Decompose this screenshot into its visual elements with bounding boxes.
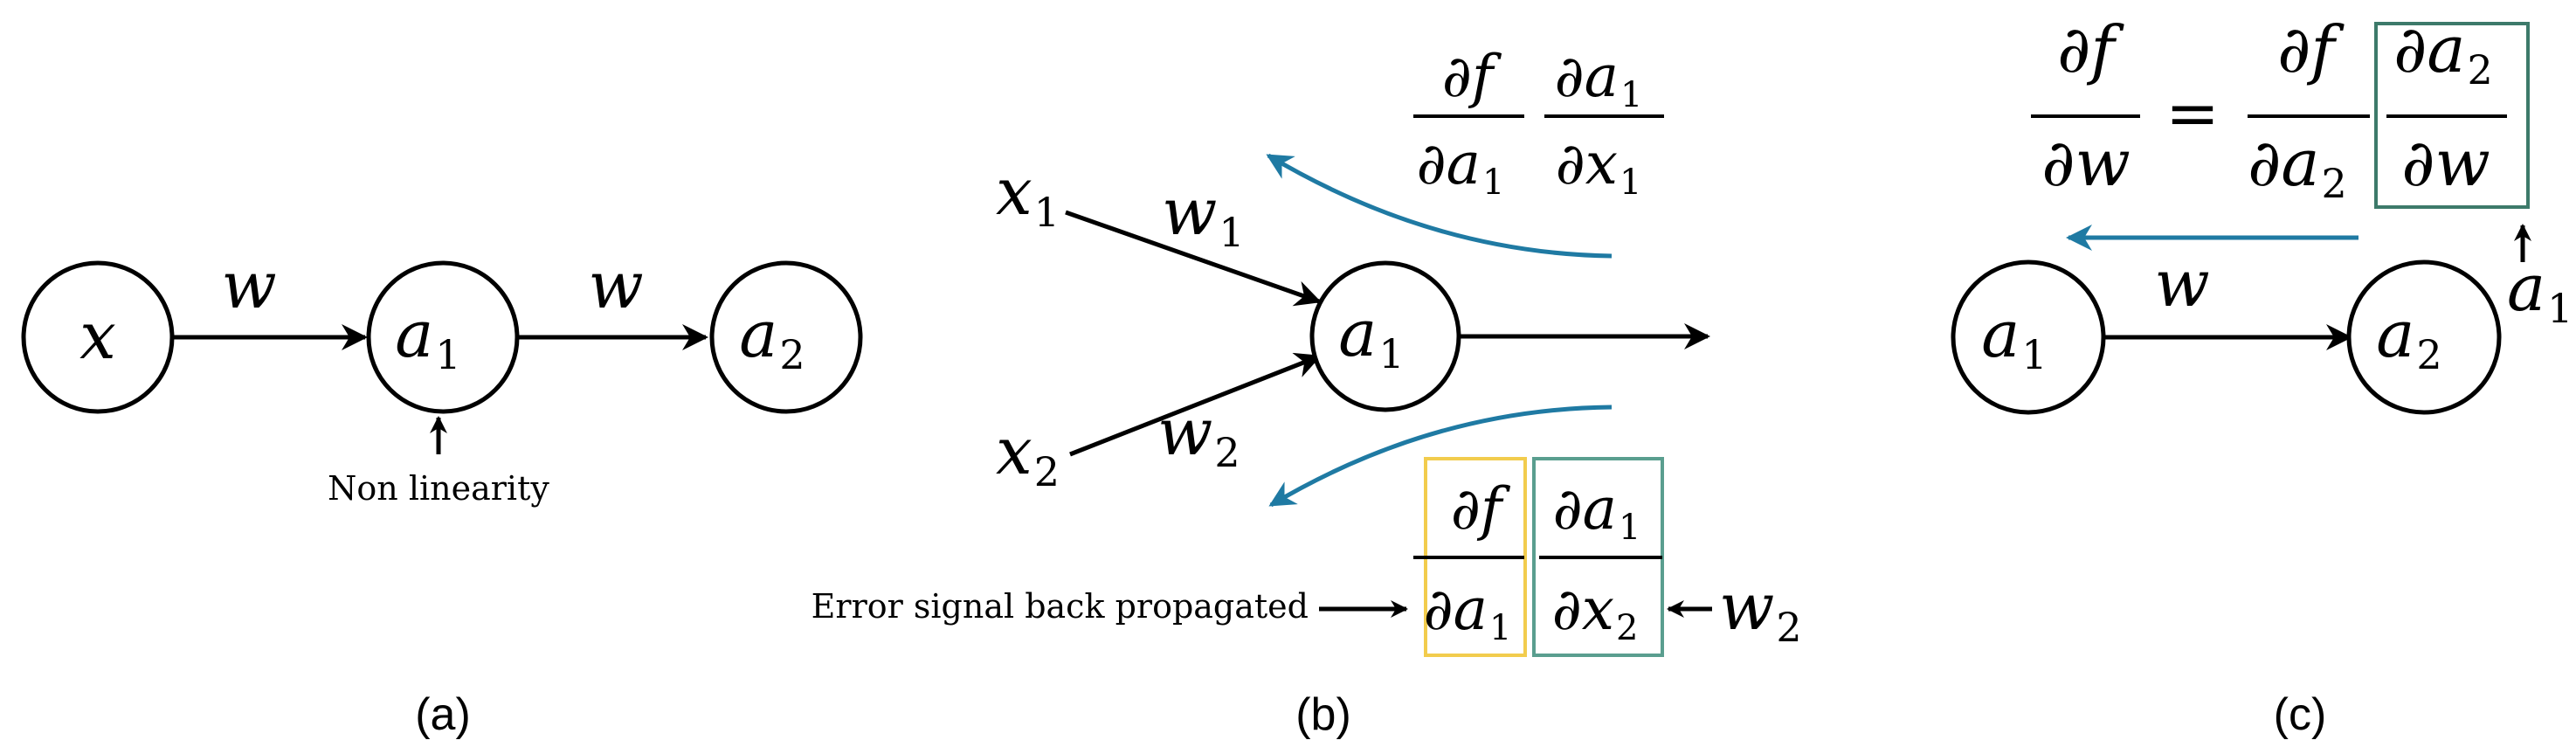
edge-x2-to-a1 <box>1069 352 1322 457</box>
bottom-gradient-product: ∂f ∂a1 ∂a1 ∂x2 <box>1413 457 1664 657</box>
rhs2-num: ∂a2 <box>2393 12 2493 93</box>
node-c-a2 <box>2346 259 2502 415</box>
edge2-weight: w <box>588 248 643 323</box>
local-gradient-box-c <box>2374 22 2530 209</box>
node-c-a1 <box>1951 259 2106 415</box>
panel-c: ∂f ∂w = ∂f ∂a2 ∂a2 ∂w a1 a2 w a1 (c) <box>1951 12 2573 740</box>
weight-w1: w1 <box>1162 175 1245 256</box>
edge1-weight: w <box>221 248 276 323</box>
node-a2-label: a2 <box>739 297 805 378</box>
weight-w2: w2 <box>1157 395 1240 476</box>
nonlinearity-note: Non linearity <box>328 469 549 508</box>
top-frac1-den: ∂a1 <box>1417 130 1505 203</box>
edge-x1-to-a1 <box>1065 210 1322 307</box>
backprop-arrow-top <box>1266 153 1613 259</box>
input-x2: x2 <box>996 414 1060 495</box>
backprop-arrow-bottom <box>1268 405 1613 508</box>
node-x-label: x <box>79 299 116 374</box>
node-x <box>21 260 175 414</box>
rhs2-den: ∂w <box>2401 126 2490 201</box>
node-b-a1 <box>1309 260 1461 412</box>
caption-c: (c) <box>2274 689 2327 740</box>
edge-c-weight: w <box>2154 246 2209 322</box>
node-c-a2-label: a2 <box>2376 297 2441 378</box>
top-frac2-den: ∂x1 <box>1556 130 1642 203</box>
rhs1-num: ∂f <box>2277 12 2345 87</box>
w2-annotation: w2 <box>1719 570 1802 651</box>
lhs-num: ∂f <box>2057 12 2124 87</box>
node-c-a1-label: a1 <box>1981 297 2047 378</box>
equals-sign: = <box>2165 76 2220 151</box>
error-signal-note: Error signal back propagated <box>811 587 1309 626</box>
bot-frac2-den: ∂x2 <box>1552 576 1639 648</box>
rhs1-den: ∂a2 <box>2248 126 2347 207</box>
input-x1: x1 <box>996 155 1060 236</box>
top-frac1-num: ∂f <box>1442 43 1502 110</box>
bot-frac1-den: ∂a1 <box>1424 576 1512 648</box>
panel-a: x a1 a2 w w Non linearity (a) <box>21 248 863 740</box>
node-a1 <box>366 260 520 414</box>
panel-b: x1 x2 w1 w2 a1 ∂f ∂a1 ∂a1 ∂x1 ∂f ∂a1 ∂a1 <box>811 43 1802 740</box>
bot-frac2-num: ∂a1 <box>1553 475 1641 548</box>
lhs-den: ∂w <box>2041 126 2131 201</box>
top-frac2-num: ∂a1 <box>1555 43 1643 115</box>
node-a2 <box>709 260 863 414</box>
chain-rule-equation: ∂f ∂w = ∂f ∂a2 ∂a2 ∂w <box>2031 12 2530 209</box>
top-gradient-product: ∂f ∂a1 ∂a1 ∂x1 <box>1413 43 1664 203</box>
a1-annotation: a1 <box>2507 251 2573 332</box>
caption-b: (b) <box>1295 689 1351 740</box>
caption-a: (a) <box>415 689 471 740</box>
node-a1-label: a1 <box>395 297 460 378</box>
node-b-a1-label: a1 <box>1338 296 1404 377</box>
bot-frac1-num: ∂f <box>1451 475 1511 543</box>
